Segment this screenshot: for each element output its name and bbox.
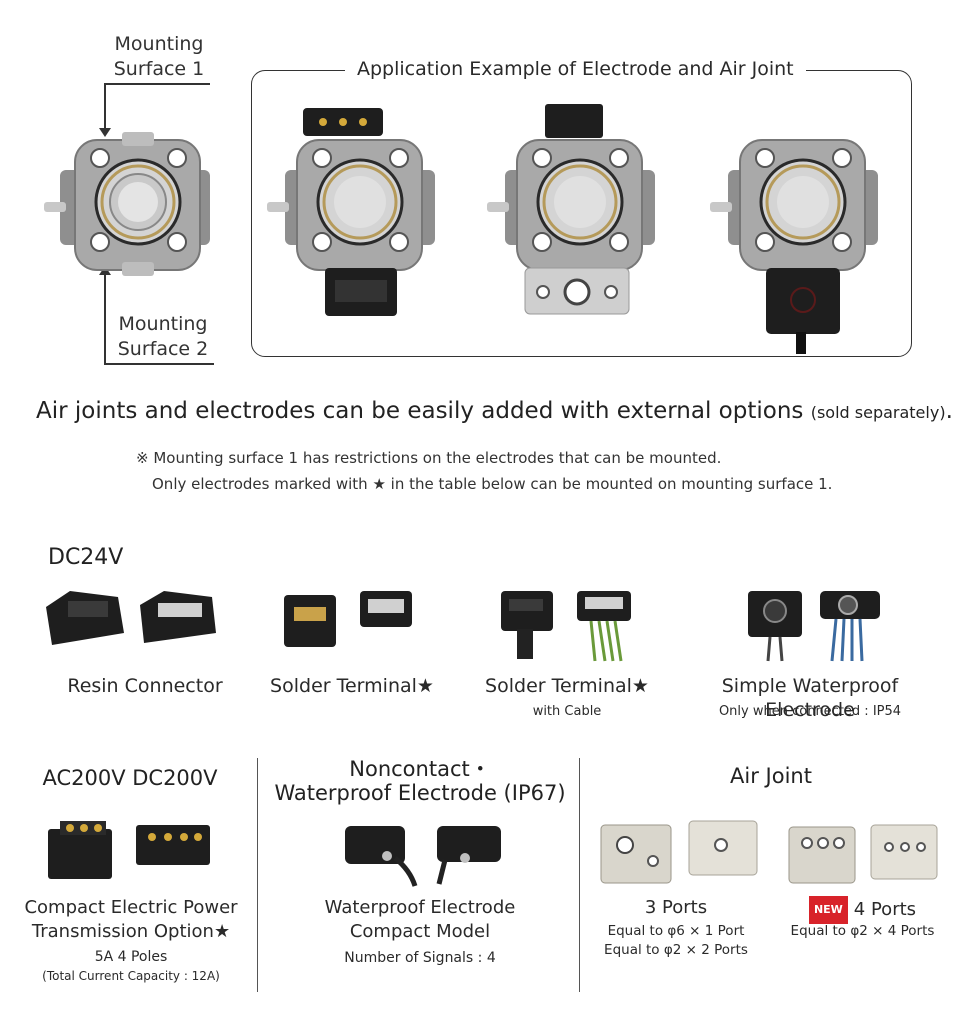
divider-left [257, 758, 258, 992]
note-line-2: Only electrodes marked with ★ in the tab… [152, 475, 833, 493]
headline-small: (sold separately) [810, 403, 946, 422]
mounting-surface-1-label: Mounting Surface 1 [104, 32, 214, 82]
airjoint-4port-image [785, 815, 945, 890]
dc24v-heading: DC24V [48, 545, 124, 570]
solder-terminal-cable-image [495, 585, 645, 665]
waterproof-compact-label-2: Compact Model [349, 921, 491, 942]
airjoint-3port-label: 3 Ports [644, 897, 708, 918]
headline: Air joints and electrodes can be easily … [36, 398, 953, 424]
compact-power-sub-2: (Total Current Capacity : 12A) [42, 969, 220, 983]
headline-main: Air joints and electrodes can be easily … [36, 398, 804, 424]
waterproof-compact-image [335, 818, 515, 888]
solder-terminal-image [280, 585, 420, 655]
compact-power-image [40, 815, 220, 885]
simple-waterproof-image [740, 585, 890, 665]
app-example-air-joint [485, 100, 665, 320]
airjoint-3port-sub-1: Equal to φ6 × 1 Port [607, 923, 745, 939]
mount2-line2: Surface 2 [117, 338, 209, 360]
solder-terminal-cable-label: Solder Terminal★ [485, 675, 649, 697]
simple-waterproof-sub: Only when connected : IP54 [718, 704, 902, 719]
compact-power-label-2: Transmission Option★ [31, 921, 231, 942]
simple-waterproof-label: Simple Waterproof Electrode [721, 675, 899, 721]
app-example-resin-connector [265, 100, 445, 320]
mount1-line2: Surface 1 [113, 58, 205, 80]
compact-power-label-1: Compact Electric Power [24, 897, 238, 918]
noncontact-heading-1: Noncontact・ [349, 757, 491, 781]
waterproof-compact-sub: Number of Signals : 4 [344, 950, 496, 966]
airjoint-heading: Air Joint [730, 764, 812, 788]
mount2-leader-v [104, 274, 106, 364]
solder-terminal-label: Solder Terminal★ [270, 675, 434, 697]
mount1-leader-h [104, 83, 210, 85]
app-example-waterproof-electrode [708, 100, 888, 355]
airjoint-4port-sub: Equal to φ2 × 4 Ports [790, 923, 935, 939]
ac200v-heading: AC200V DC200V [42, 766, 218, 790]
mount2-leader-h [104, 363, 214, 365]
divider-right [579, 758, 580, 992]
compact-power-sub-1: 5A 4 Poles [94, 949, 168, 965]
airjoint-3port-image [595, 815, 765, 890]
mount1-leader-v [104, 83, 106, 133]
rotary-joint-image [40, 130, 225, 280]
note-line-1: ※ Mounting surface 1 has restrictions on… [136, 449, 722, 467]
noncontact-heading-2: Waterproof Electrode (IP67) [274, 781, 566, 805]
mount1-line1: Mounting [114, 33, 204, 55]
application-example-title: Application Example of Electrode and Air… [345, 58, 806, 80]
airjoint-4port-text: 4 Ports [853, 899, 917, 920]
solder-terminal-cable-sub: with Cable [532, 704, 602, 719]
headline-period: . [945, 398, 953, 424]
resin-connector-image [40, 585, 225, 655]
resin-connector-label: Resin Connector [67, 675, 223, 697]
airjoint-3port-sub-2: Equal to φ2 × 2 Ports [604, 942, 748, 958]
mount2-line1: Mounting [118, 313, 208, 335]
mount1-arrow [99, 128, 111, 137]
new-badge: NEW [808, 896, 848, 924]
waterproof-compact-label-1: Waterproof Electrode [324, 897, 516, 918]
mounting-surface-2-label: Mounting Surface 2 [108, 312, 218, 362]
